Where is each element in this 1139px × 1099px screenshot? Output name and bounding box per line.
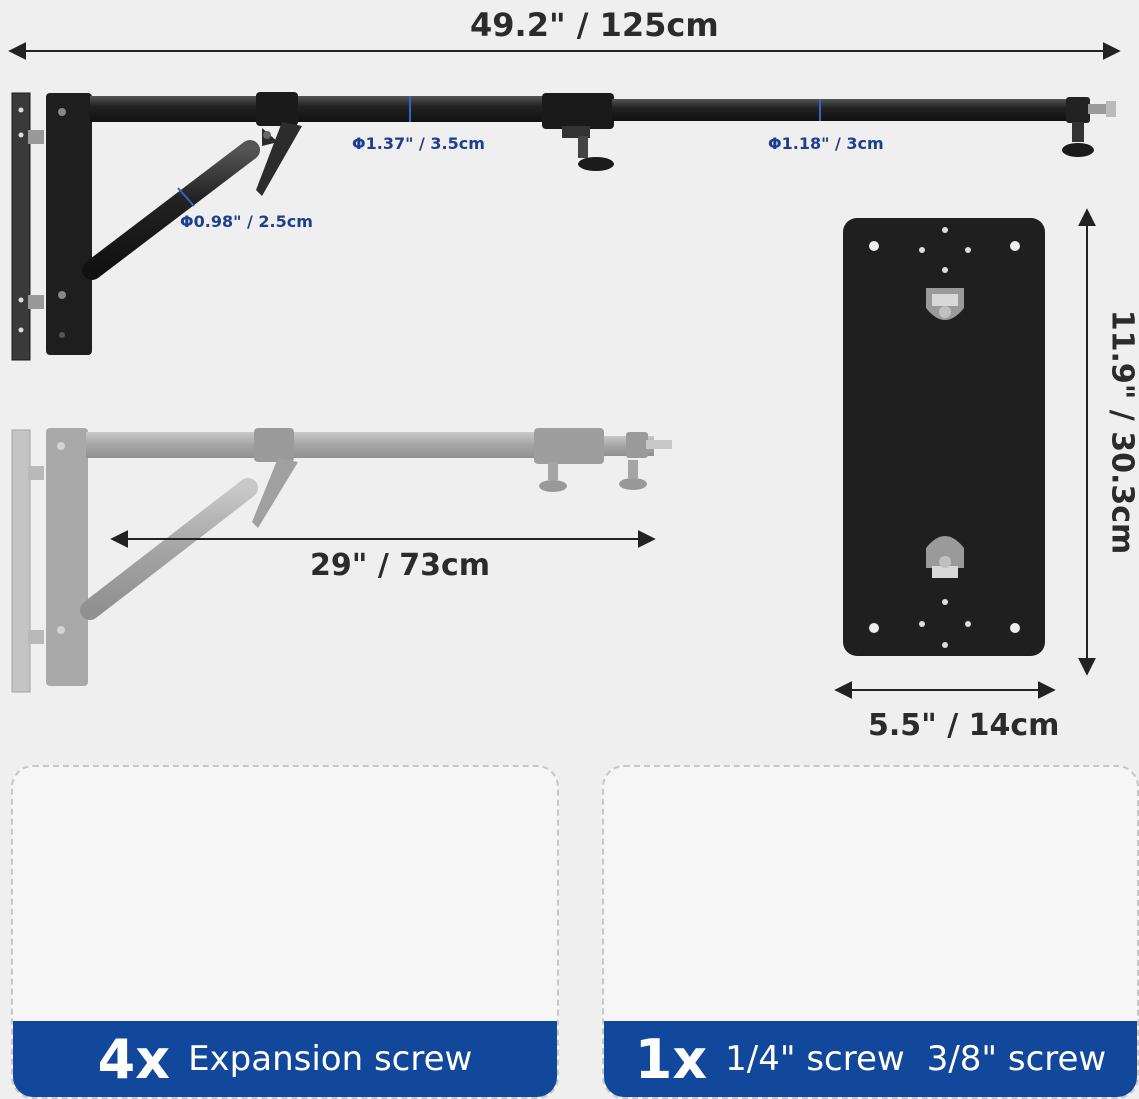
expansion-screw-qty: 4x xyxy=(98,1028,170,1091)
quarter-inch-screw-label: 1/4" screw xyxy=(725,1039,905,1079)
retracted-length-label: 29" / 73cm xyxy=(310,548,490,583)
expansion-screw-banner: 4x Expansion screw xyxy=(13,1021,557,1097)
wall-plate xyxy=(843,218,1045,656)
total-length-label: 49.2" / 125cm xyxy=(470,6,719,44)
end-tube-diameter-label: Φ1.18" / 3cm xyxy=(768,134,884,153)
three-eighths-screw-label: 3/8" screw xyxy=(927,1039,1107,1079)
main-tube-diameter-label: Φ1.37" / 3.5cm xyxy=(352,134,485,153)
expansion-screw-panel: 4x Expansion screw xyxy=(11,765,559,1099)
spigot-screw-panel: 1x 1/4" screw 3/8" screw xyxy=(602,765,1139,1099)
plate-height-label: 11.9" / 30.3cm xyxy=(1105,310,1139,555)
plate-width-label: 5.5" / 14cm xyxy=(868,708,1059,743)
spigot-screw-banner: 1x 1/4" screw 3/8" screw xyxy=(604,1021,1137,1097)
expansion-screw-label: Expansion screw xyxy=(188,1039,472,1079)
brace-tube-diameter-label: Φ0.98" / 2.5cm xyxy=(180,212,313,231)
spigot-screw-qty: 1x xyxy=(635,1028,707,1091)
